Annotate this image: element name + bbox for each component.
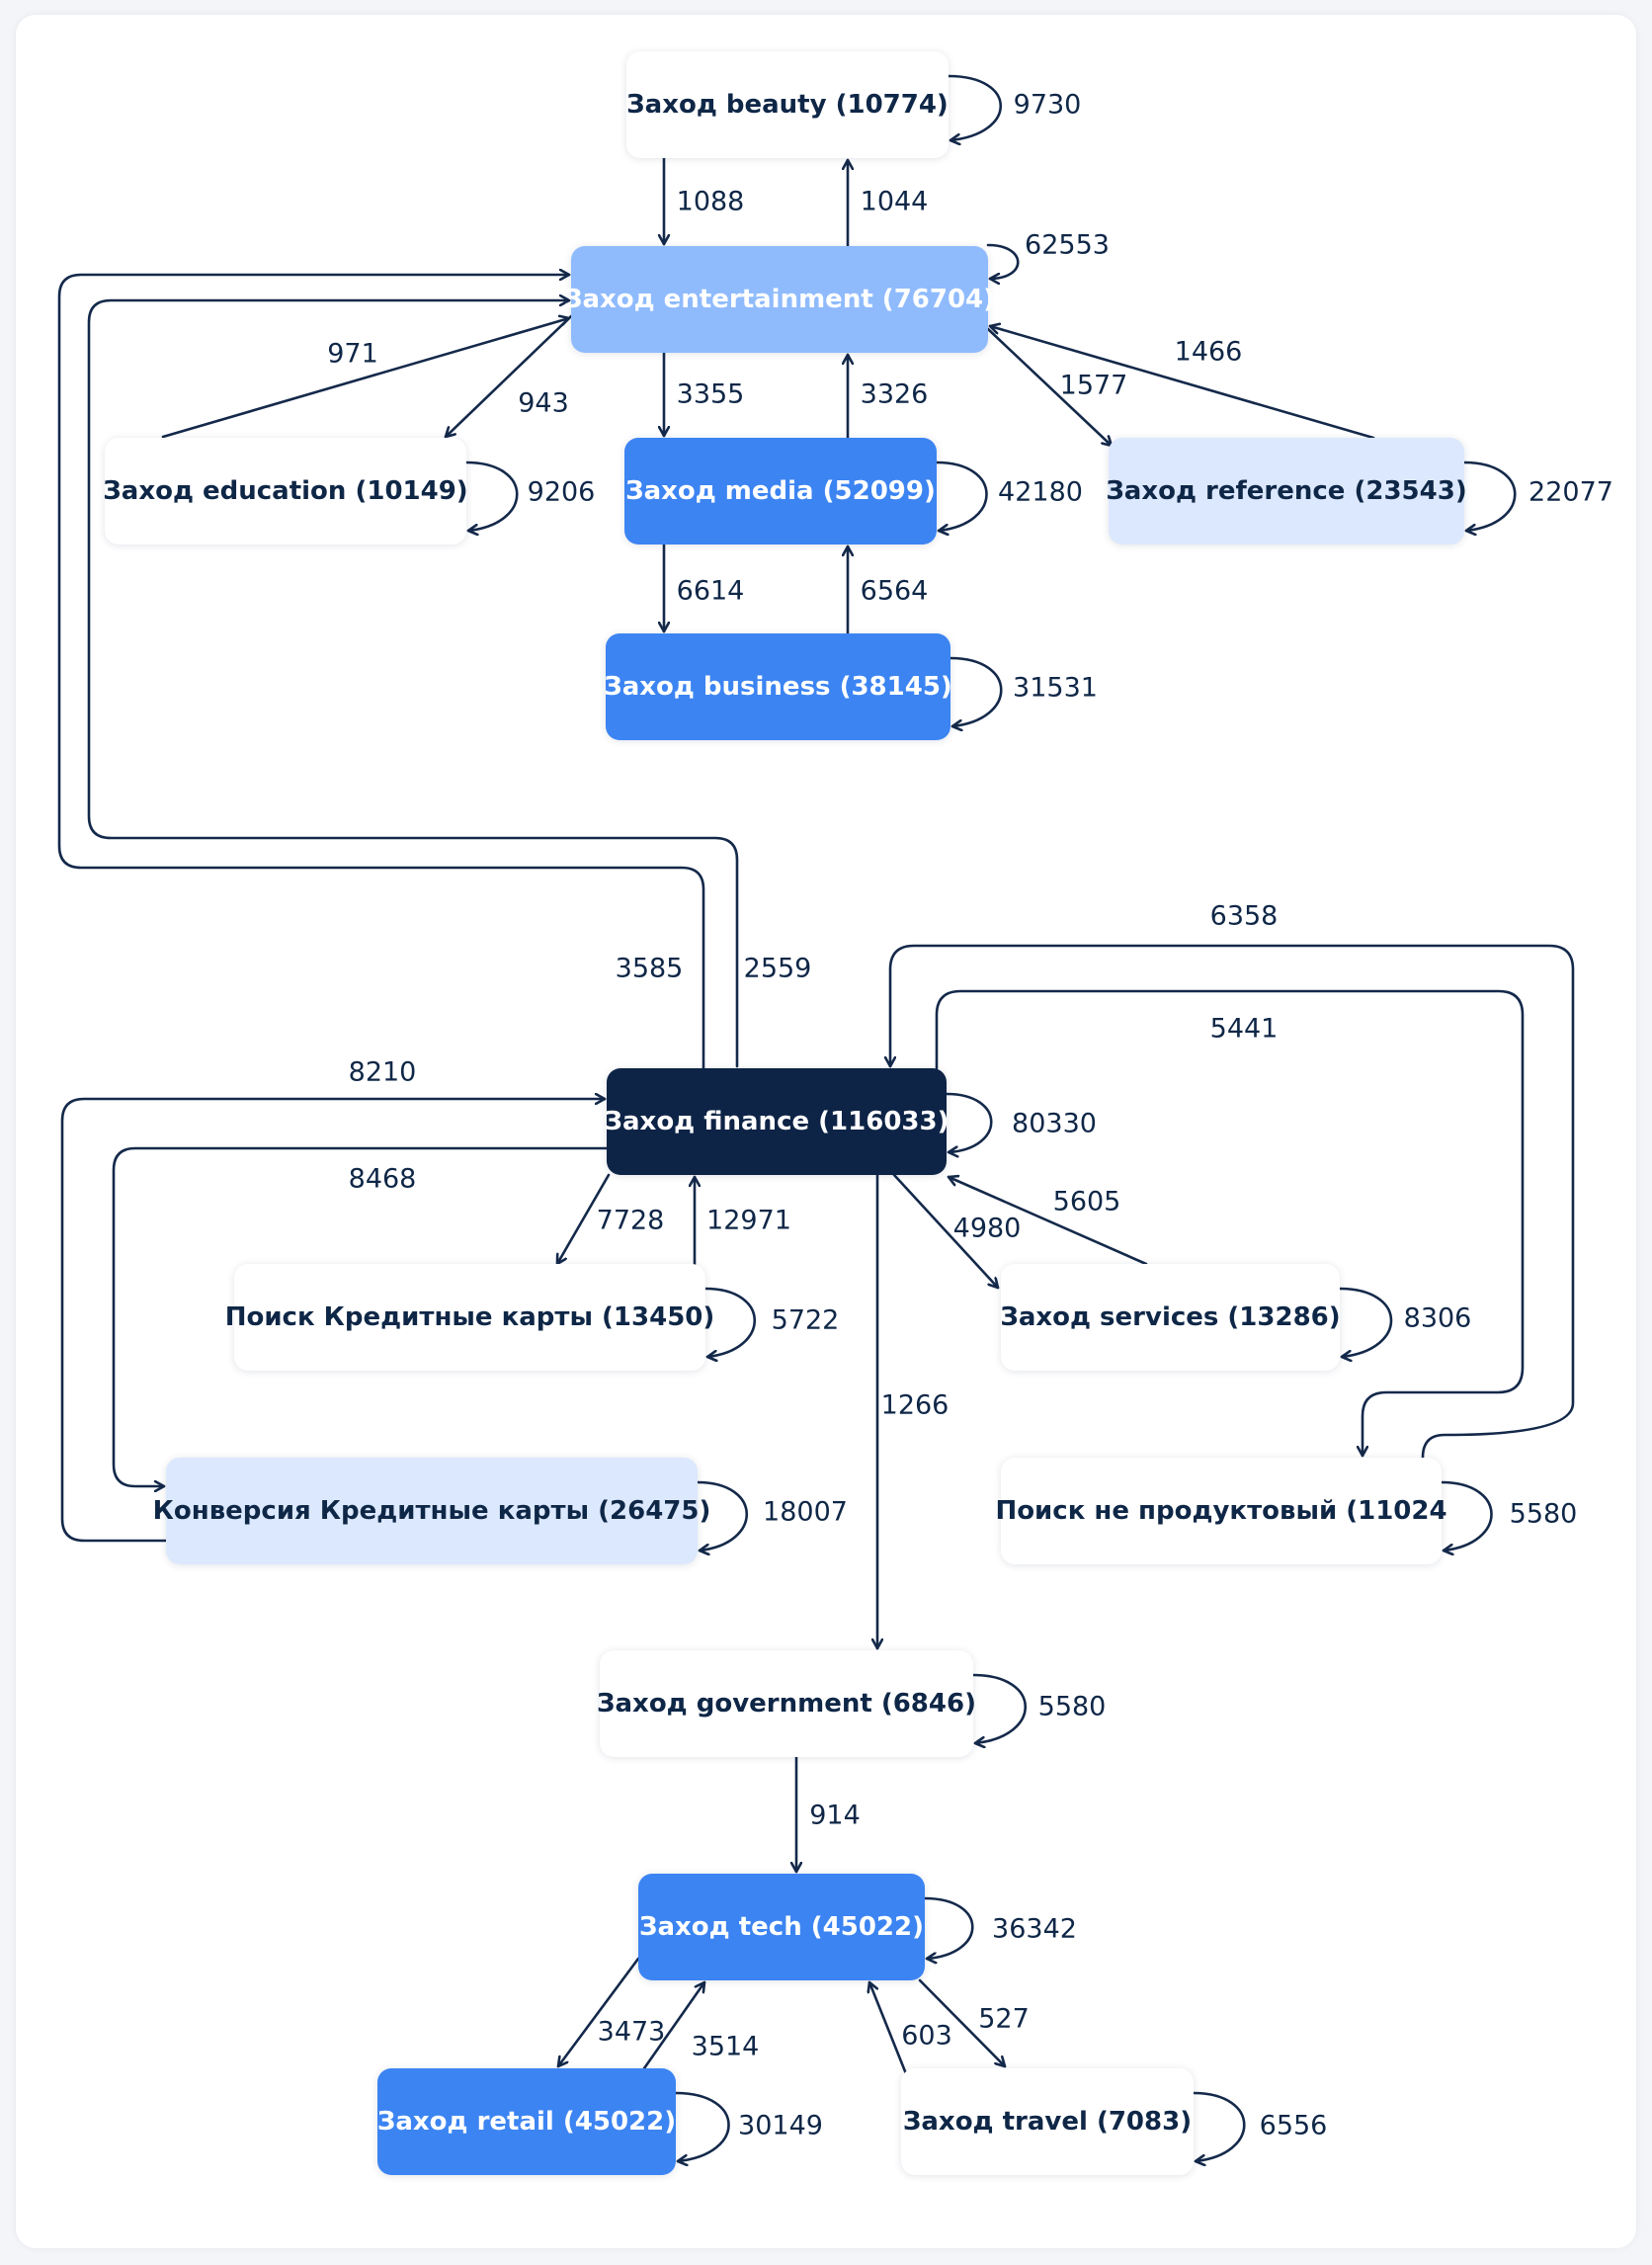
edge-label-reference-entertainment: 1466 bbox=[1174, 336, 1243, 368]
node-tech: Заход tech (45022) bbox=[638, 1874, 925, 1980]
edge-label-finance-government: 1266 bbox=[880, 1389, 950, 1421]
node-government: Заход government (6846) bbox=[597, 1650, 976, 1757]
edge-label-entertainment-reference: 1577 bbox=[1059, 370, 1128, 401]
edge-label-tech-retail: 3473 bbox=[597, 2016, 666, 2048]
edge-label-search-cards-finance: 12971 bbox=[706, 1205, 791, 1236]
edge-label-finance-search-cards: 7728 bbox=[596, 1205, 665, 1236]
edge-tech-travel bbox=[918, 1978, 1007, 2068]
node-search-nonprod: Поиск не продуктовый (11024 bbox=[995, 1458, 1447, 1564]
node-education: Заход education (10149) bbox=[103, 438, 468, 545]
edge-conv-cards-finance bbox=[60, 1099, 607, 1543]
edge-travel-tech bbox=[869, 1980, 909, 2078]
node-retail: Заход retail (45022) bbox=[377, 2068, 676, 2175]
node-finance: Заход finance (116033) bbox=[605, 1068, 949, 1175]
edge-education-self bbox=[464, 461, 519, 531]
edge-label-finance-search-nonprod: 5441 bbox=[1209, 1013, 1279, 1045]
edge-entertainment-education bbox=[444, 314, 573, 439]
edge-search-nonprod-self bbox=[1440, 1480, 1493, 1551]
edge-label-entertainment-finance: 2559 bbox=[743, 953, 812, 984]
edge-finance-conv-cards bbox=[112, 1146, 609, 1486]
edge-beauty-self bbox=[947, 74, 1002, 140]
edge-label-media-entertainment: 3326 bbox=[860, 378, 929, 410]
edge-label-business-media: 6564 bbox=[860, 575, 929, 607]
node-reference: Заход reference (23543) bbox=[1106, 438, 1467, 545]
edge-label-finance-self: 80330 bbox=[1012, 1108, 1097, 1139]
edge-finance-search-nonprod bbox=[935, 989, 1525, 1458]
edge-business-self bbox=[949, 656, 1003, 726]
edge-label-education-self: 9206 bbox=[527, 476, 596, 508]
edge-finance-search-cards bbox=[555, 1173, 611, 1266]
edge-label-government-tech: 914 bbox=[809, 1800, 861, 1831]
edge-retail-self bbox=[674, 2091, 730, 2161]
edge-reference-self bbox=[1462, 461, 1517, 531]
edge-label-search-nonprod-self: 5580 bbox=[1509, 1498, 1578, 1530]
edge-label-beauty-entertainment: 1088 bbox=[676, 186, 745, 217]
edge-label-conv-cards-self: 18007 bbox=[763, 1496, 848, 1528]
edge-label-services-finance: 5605 bbox=[1052, 1186, 1121, 1217]
edge-label-travel-tech: 603 bbox=[901, 2020, 952, 2052]
edge-finance-entertainment bbox=[57, 275, 705, 1070]
edge-label-finance-entertainment: 3585 bbox=[615, 953, 684, 984]
edge-label-retail-tech: 3514 bbox=[691, 2031, 760, 2062]
edge-government-self bbox=[971, 1673, 1027, 1743]
edge-label-entertainment-self: 62553 bbox=[1025, 229, 1110, 261]
edge-reference-entertainment bbox=[988, 326, 1375, 440]
edge-tech-self bbox=[923, 1896, 974, 1959]
edge-media-self bbox=[935, 461, 988, 531]
edge-label-conv-cards-finance: 8210 bbox=[348, 1056, 417, 1088]
edge-label-tech-travel: 527 bbox=[978, 2003, 1030, 2035]
edge-label-media-self: 42180 bbox=[998, 476, 1083, 508]
node-media: Заход media (52099) bbox=[624, 438, 937, 545]
node-beauty: Заход beauty (10774) bbox=[626, 51, 949, 158]
edge-label-retail-self: 30149 bbox=[738, 2110, 823, 2141]
edge-label-beauty-self: 9730 bbox=[1013, 89, 1082, 121]
edge-label-entertainment-media: 3355 bbox=[676, 378, 745, 410]
node-search-cards: Поиск Кредитные карты (13450) bbox=[225, 1264, 714, 1371]
edge-label-education-entertainment: 971 bbox=[327, 338, 378, 370]
edge-label-reference-self: 22077 bbox=[1528, 476, 1613, 508]
edge-travel-self bbox=[1192, 2091, 1246, 2161]
edge-finance-services bbox=[892, 1173, 1000, 1290]
edge-education-entertainment bbox=[161, 318, 571, 439]
edge-label-travel-self: 6556 bbox=[1259, 2110, 1328, 2141]
edge-label-search-nonprod-finance: 6358 bbox=[1209, 900, 1279, 932]
node-business: Заход business (38145) bbox=[604, 633, 952, 740]
edge-label-government-self: 5580 bbox=[1037, 1691, 1107, 1722]
edge-label-entertainment-education: 943 bbox=[518, 387, 569, 419]
edge-label-services-self: 8306 bbox=[1403, 1302, 1472, 1334]
node-travel: Заход travel (7083) bbox=[901, 2068, 1194, 2175]
edge-label-finance-conv-cards: 8468 bbox=[348, 1163, 417, 1195]
edge-label-entertainment-beauty: 1044 bbox=[860, 186, 929, 217]
edge-search-nonprod-finance bbox=[890, 944, 1575, 1460]
edge-services-finance bbox=[947, 1177, 1148, 1266]
edge-finance-self bbox=[945, 1092, 993, 1152]
edge-retail-tech bbox=[642, 1980, 706, 2070]
edge-entertainment-reference bbox=[986, 327, 1114, 448]
edge-label-business-self: 31531 bbox=[1013, 672, 1098, 704]
edge-label-finance-services: 4980 bbox=[952, 1213, 1022, 1244]
edge-label-tech-self: 36342 bbox=[992, 1913, 1077, 1945]
node-entertainment: Заход entertainment (76704) bbox=[564, 246, 995, 353]
edge-label-search-cards-self: 5722 bbox=[771, 1304, 840, 1336]
edge-search-cards-self bbox=[703, 1287, 757, 1357]
edge-tech-retail bbox=[556, 1957, 640, 2068]
edge-conv-cards-self bbox=[696, 1480, 749, 1551]
edge-services-self bbox=[1338, 1287, 1393, 1357]
node-conv-cards: Конверсия Кредитные карты (26475) bbox=[153, 1458, 710, 1564]
edge-entertainment-self bbox=[986, 243, 1020, 279]
edge-label-media-business: 6614 bbox=[676, 575, 745, 607]
edge-entertainment-finance bbox=[87, 300, 739, 1068]
node-services: Заход services (13286) bbox=[1000, 1264, 1341, 1371]
